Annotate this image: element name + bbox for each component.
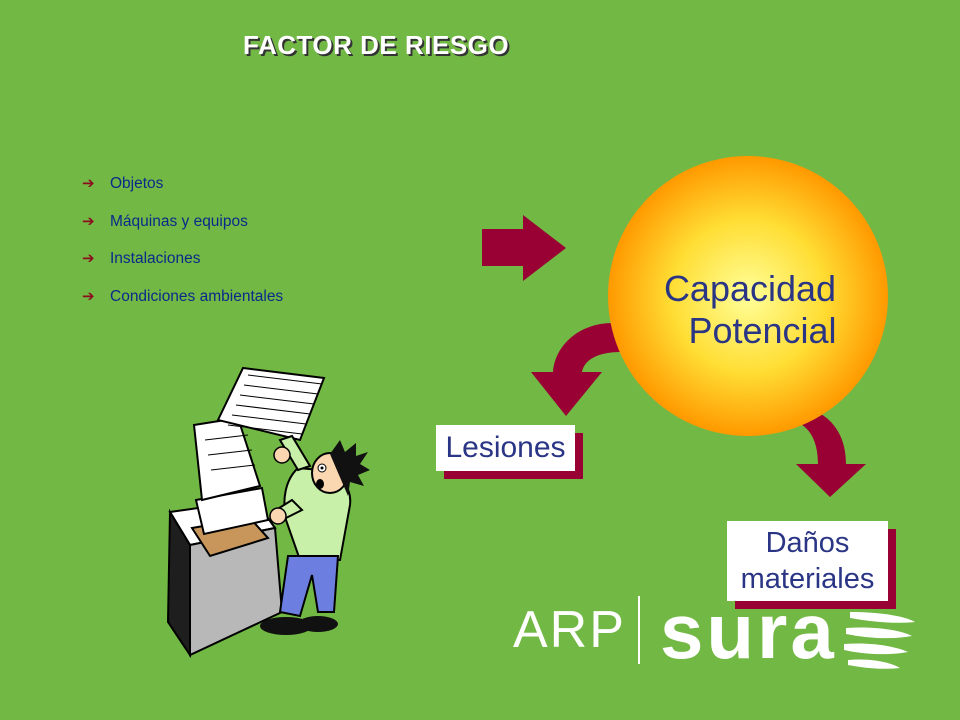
curved-arrow-left-icon — [531, 322, 620, 416]
outcome-injuries: Lesiones — [436, 425, 575, 471]
slide-title: FACTOR DE RIESGO — [243, 30, 510, 60]
capacity-circle — [608, 156, 888, 436]
worker-computer-clipart — [166, 366, 370, 659]
logo-divider — [638, 596, 640, 664]
bullet-arrow-icon: ➔ — [82, 249, 95, 267]
bullet-arrow-icon: ➔ — [82, 286, 95, 305]
sura-wing-logo — [844, 612, 915, 669]
capacity-label: Capacidad Potencial — [663, 268, 837, 351]
list-item: ➔Máquinas y equipos — [82, 211, 248, 230]
list-item: ➔Condiciones ambientales — [82, 286, 284, 305]
right-arrow-icon — [482, 215, 566, 281]
list-item: ➔Objetos — [82, 174, 164, 192]
bullet-arrow-icon: ➔ — [82, 211, 95, 230]
outcome-material-damage: Daños materiales — [727, 521, 888, 601]
logo-arp-text: ARP — [513, 601, 626, 659]
curved-arrow-right-icon — [779, 404, 866, 497]
logo-sura-text: sura — [660, 587, 837, 675]
bullet-arrow-icon: ➔ — [82, 174, 95, 192]
risk-factor-list: ➔Objetos ➔Máquinas y equipos ➔Instalacio… — [82, 174, 283, 324]
list-item: ➔Instalaciones — [82, 249, 201, 267]
